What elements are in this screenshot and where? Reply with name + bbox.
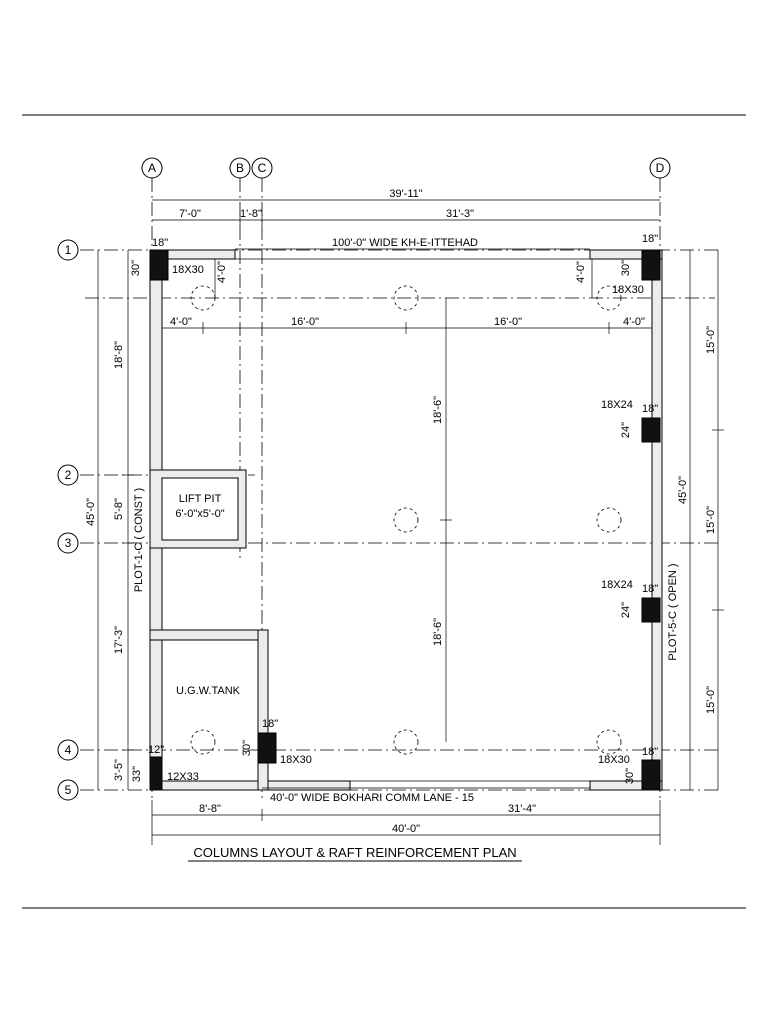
dim-bottom-8-8: 8'-8" [199,803,221,815]
grid-label-c: C [258,161,267,175]
col-c4-depth: 30" [241,740,253,756]
column-a1 [149,249,169,281]
dim-h-16-left: 16'-0" [291,316,319,328]
dim-top-b-c: 1'-8" [240,208,262,220]
lift-pit [149,469,247,549]
grid-label-d: D [656,161,665,175]
lift-pit-label: LIFT PIT [179,493,222,505]
column-d-mid-1 [641,417,661,443]
col-d-mid-2-width: 18" [642,583,658,595]
road-bottom-label: 40'-0" WIDE BOKHARI COMM LANE - 15 [270,792,474,804]
dim-left-3-5: 3'-5" [113,759,125,781]
grid-bubble-5: 5 [57,779,79,801]
col-a1-depth: 30" [130,260,142,276]
col-a5-size: 12X33 [167,771,199,783]
column-d1 [641,249,661,281]
plot-left-label: PLOT-1-C ( CONST ) [133,488,145,592]
dim-top-a-b: 7'-0" [179,208,201,220]
col-a1-size: 18X30 [172,264,204,276]
col-c4-width: 18" [262,718,278,730]
dim-bottom-40: 40'-0" [392,823,420,835]
dim-top-c-d: 31'-3" [446,208,474,220]
grid-label-a: A [148,161,156,175]
dim-left-5-8: 5'-8" [113,498,125,520]
grid-label-1: 1 [65,243,72,257]
grid-bubble-4: 4 [57,739,79,761]
col-a5-depth: 33" [131,766,143,782]
grid-label-4: 4 [65,743,72,757]
dim-v-18-6-bottom: 18'-6" [432,618,444,646]
col-d-mid-1-size: 18X24 [601,399,633,411]
column-a5 [149,756,163,791]
col-d1-size: 18X30 [612,284,644,296]
bottom-dimensions [151,800,661,845]
dim-left-45: 45'-0" [85,498,97,526]
dim-right-15-mid: 15'-0" [705,506,717,534]
lift-pit-size: 6'-0"x5'-0" [175,508,224,520]
col-c4-size: 18X30 [280,754,312,766]
grid-bubble-3: 3 [57,532,79,554]
col-d5-depth: 30" [624,768,636,784]
columns [149,249,661,791]
dim-right-15-bottom: 15'-0" [705,686,717,714]
col-d-mid-2-size: 18X24 [601,579,633,591]
col-d-mid-1-depth: 24" [620,422,632,438]
grid-bubble-d: D [649,157,671,179]
col-d1-width: 18" [642,233,658,245]
dim-right-45: 45'-0" [677,476,689,504]
grid-bubble-b: B [229,157,251,179]
dim-top-total: 39'-11" [389,188,422,200]
dim-bottom-31-4: 31'-4" [508,803,536,815]
col-d5-width: 18" [642,746,658,758]
dim-v-18-6-top: 18'-6" [432,396,444,424]
col-a5-width: 12" [148,744,164,756]
dim-a1-pile-v: 4'-0" [216,261,228,283]
left-dimensions [97,250,134,790]
dim-h-4-left: 4'-0" [170,316,192,328]
dim-h-4-right: 4'-0" [623,316,645,328]
plot-right-label: PLOT-5-C ( OPEN ) [667,563,679,660]
col-d-mid-1-width: 18" [642,403,658,415]
dim-d1-pile-v: 4'-0" [575,261,587,283]
dim-left-18-8: 18'-8" [113,341,125,369]
col-d-mid-2-depth: 24" [620,602,632,618]
grid-bubble-2: 2 [57,464,79,486]
col-d5-size: 18X30 [598,754,630,766]
grid-bubble-a: A [141,157,163,179]
pile-markers [190,285,622,755]
dim-left-17-3: 17'-3" [113,626,125,654]
grid-label-b: B [236,161,244,175]
col-d1-depth: 30" [620,260,632,276]
column-d5 [641,759,661,791]
ugw-tank [149,629,269,791]
right-dimensions [689,250,724,790]
dim-right-15-top: 15'-0" [705,326,717,354]
dim-h-16-right: 16'-0" [494,316,522,328]
top-dimensions [152,199,660,226]
grid-bubble-1: 1 [57,239,79,261]
column-c4 [257,732,277,764]
grid-label-2: 2 [65,468,72,482]
drawing-title: COLUMNS LAYOUT & RAFT REINFORCEMENT PLAN [193,845,516,860]
ugw-tank-label: U.G.W.TANK [176,685,241,697]
grid-label-5: 5 [65,783,72,797]
internal-dimensions [162,259,652,742]
col-a1-width: 18" [152,237,168,249]
grid-label-3: 3 [65,536,72,550]
column-d-mid-2 [641,597,661,623]
grid-bubble-c: C [251,157,273,179]
road-top-label: 100'-0" WIDE KH-E-ITTEHAD [332,237,478,249]
